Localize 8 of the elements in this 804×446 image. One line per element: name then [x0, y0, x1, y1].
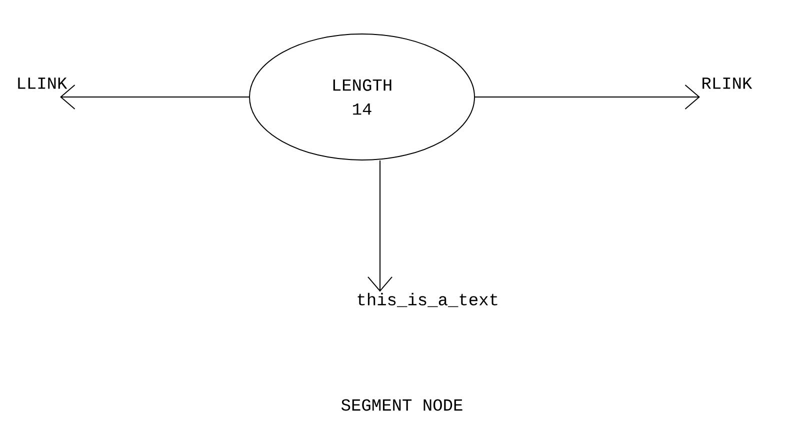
node-label: this_is_a_text: [358, 292, 498, 308]
arrow: [60, 84, 250, 110]
arrow: [368, 160, 392, 292]
node-label: RLINK: [702, 78, 752, 89]
node-label: LLINK: [18, 78, 68, 89]
caption: SEGMENT NODE: [341, 399, 462, 411]
arrow: [474, 84, 700, 110]
oval-node: LENGTH 14: [249, 34, 475, 160]
